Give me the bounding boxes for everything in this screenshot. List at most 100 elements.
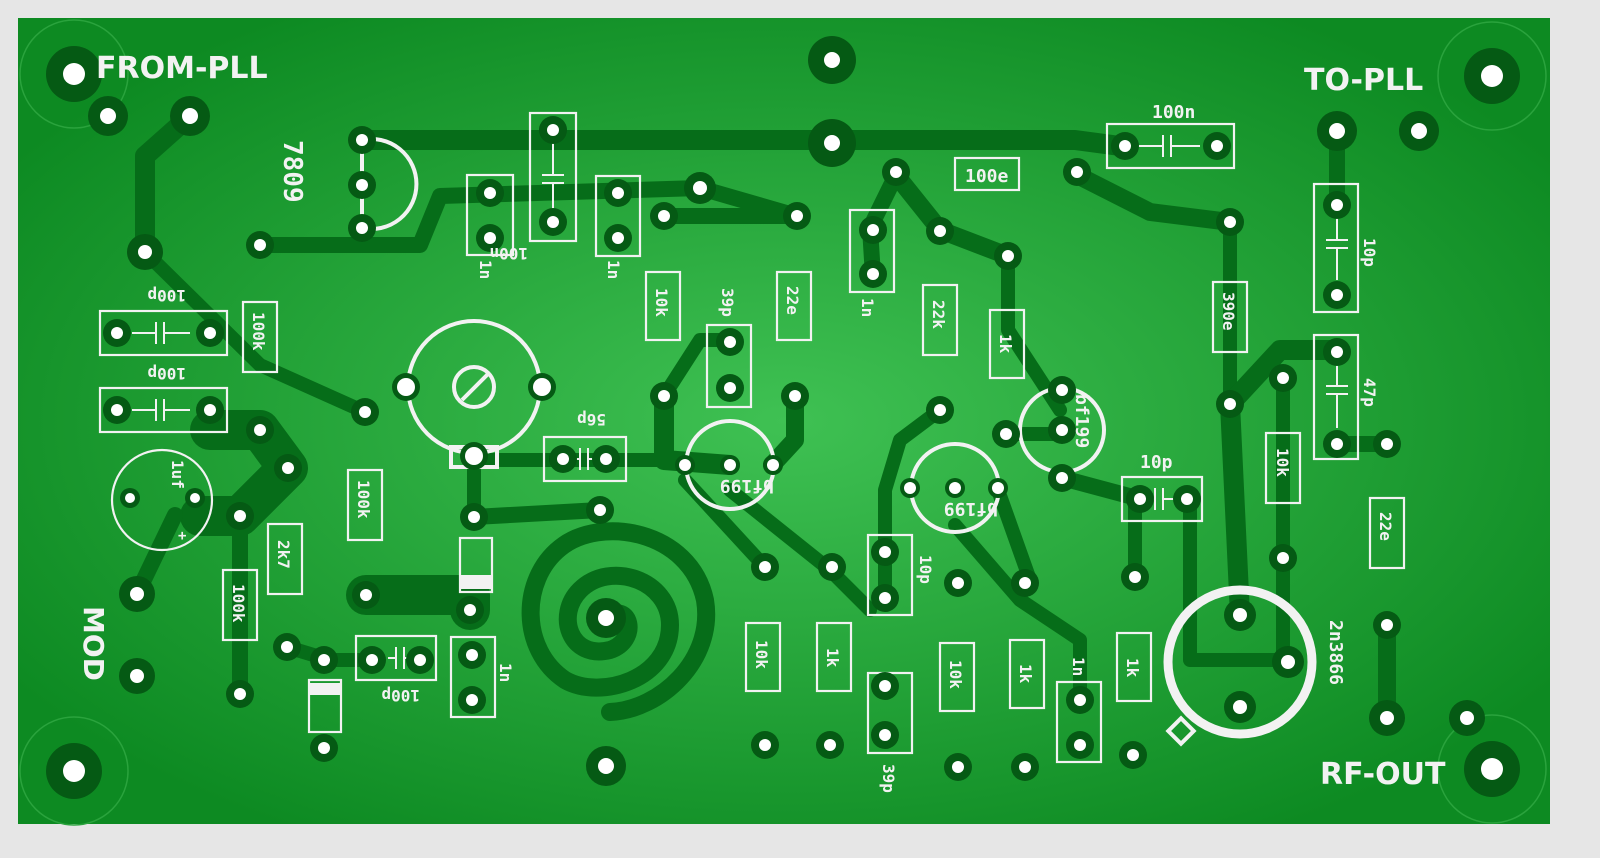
- drill-hole: [465, 447, 483, 465]
- drill-hole: [360, 589, 372, 601]
- drill-hole: [594, 504, 606, 516]
- drill-hole: [234, 510, 246, 522]
- drill-hole: [63, 63, 85, 85]
- drill-hole: [867, 268, 879, 280]
- drill-hole: [254, 239, 266, 251]
- component-labels: 7809 100n 100n 1n 1n 1n 1n 1n 100e 10k 1…: [147, 102, 1395, 793]
- drill-hole: [414, 654, 426, 666]
- drill-hole: [934, 225, 946, 237]
- drill-hole: [879, 592, 891, 604]
- drill-hole: [824, 135, 840, 151]
- drill-hole: [992, 482, 1004, 494]
- drill-hole: [679, 459, 691, 471]
- label-c-100p-c: 100p: [381, 686, 420, 705]
- label-c-1n-d: 1n: [1069, 657, 1088, 676]
- drill-hole: [484, 187, 496, 199]
- drill-hole: [1331, 199, 1343, 211]
- drill-hole: [826, 561, 838, 573]
- label-c-1n-c: 1n: [858, 298, 877, 317]
- drill-hole: [867, 224, 879, 236]
- label-r-22k: 22k: [929, 300, 948, 329]
- label-7809: 7809: [277, 140, 307, 203]
- drill-hole: [130, 587, 144, 601]
- drill-hole: [397, 378, 415, 396]
- drill-hole: [1277, 372, 1289, 384]
- drill-hole: [904, 482, 916, 494]
- drill-hole: [466, 694, 478, 706]
- drill-hole: [1224, 216, 1236, 228]
- label-c-1n-a: 1n: [476, 260, 495, 279]
- drill-hole: [1129, 571, 1141, 583]
- drill-hole: [890, 166, 902, 178]
- label-q-bf199-c: bf199: [1071, 394, 1092, 448]
- drill-hole: [281, 641, 293, 653]
- drill-hole: [1233, 608, 1247, 622]
- drill-hole: [724, 336, 736, 348]
- label-q-bf199-a: bf199: [720, 475, 774, 496]
- label-c-39p-a: 39p: [718, 288, 737, 317]
- drill-hole: [791, 210, 803, 222]
- drill-hole: [1056, 384, 1068, 396]
- label-r-390e: 390e: [1219, 292, 1238, 331]
- label-c-100n-right: 100n: [1152, 102, 1195, 123]
- mounting-keepouts: [19, 19, 1547, 826]
- drill-hole: [204, 327, 216, 339]
- drill-hole: [282, 462, 294, 474]
- drill-hole: [547, 216, 559, 228]
- drill-hole: [1000, 428, 1012, 440]
- drill-hole: [356, 179, 368, 191]
- label-r-1k-a: 1k: [996, 334, 1015, 354]
- drill-hole: [1056, 472, 1068, 484]
- label-c-39p-b: 39p: [879, 764, 898, 793]
- drill-hole: [1331, 438, 1343, 450]
- drill-hole: [934, 404, 946, 416]
- drill-hole: [1181, 493, 1193, 505]
- label-mod: MOD: [77, 606, 110, 681]
- drill-hole: [824, 739, 836, 751]
- drill-hole: [318, 654, 330, 666]
- label-r-10k-b: 10k: [752, 640, 771, 669]
- drill-hole: [1002, 250, 1014, 262]
- drill-hole: [468, 511, 480, 523]
- drill-hole: [759, 561, 771, 573]
- label-r-1k-d: 1k: [1123, 658, 1142, 678]
- spiral-lead: [466, 502, 608, 525]
- drill-hole: [130, 669, 144, 683]
- drill-hole: [484, 232, 496, 244]
- drill-hole: [547, 124, 559, 136]
- drill-hole: [1127, 749, 1139, 761]
- drill-hole: [1071, 166, 1083, 178]
- drill-hole: [724, 382, 736, 394]
- connector-labels: FROM-PLL TO-PLL RF-OUT MOD: [77, 51, 1446, 792]
- drill-hole: [1019, 577, 1031, 589]
- drill-hole: [1381, 438, 1393, 450]
- drill-hole: [318, 742, 330, 754]
- drill-hole: [598, 610, 614, 626]
- drill-hole: [767, 459, 779, 471]
- drill-hole: [1211, 140, 1223, 152]
- drill-hole: [1411, 123, 1427, 139]
- drill-hole: [190, 493, 200, 503]
- drill-hole: [1331, 289, 1343, 301]
- drill-hole: [234, 688, 246, 700]
- drill-hole: [366, 654, 378, 666]
- label-c-1uf-plus: +: [178, 528, 186, 544]
- drill-hole: [879, 729, 891, 741]
- label-r-100k-a: 100k: [249, 312, 268, 351]
- label-r-10k-a: 10k: [652, 288, 671, 317]
- drill-hole: [466, 649, 478, 661]
- label-q-2n3866: 2n3866: [1325, 620, 1346, 685]
- drill-hole: [356, 134, 368, 146]
- drill-hole: [1119, 140, 1131, 152]
- drill-hole: [1277, 552, 1289, 564]
- drill-hole: [1481, 65, 1503, 87]
- drill-hole: [204, 404, 216, 416]
- drill-hole: [658, 210, 670, 222]
- label-r-1k-b: 1k: [823, 648, 842, 668]
- drill-hole: [1019, 761, 1031, 773]
- spiral-inductor: [521, 522, 716, 721]
- drill-hole: [1281, 655, 1295, 669]
- label-r-22e-a: 22e: [783, 286, 802, 315]
- drill-hole: [1481, 758, 1503, 780]
- label-r-100e: 100e: [965, 166, 1009, 187]
